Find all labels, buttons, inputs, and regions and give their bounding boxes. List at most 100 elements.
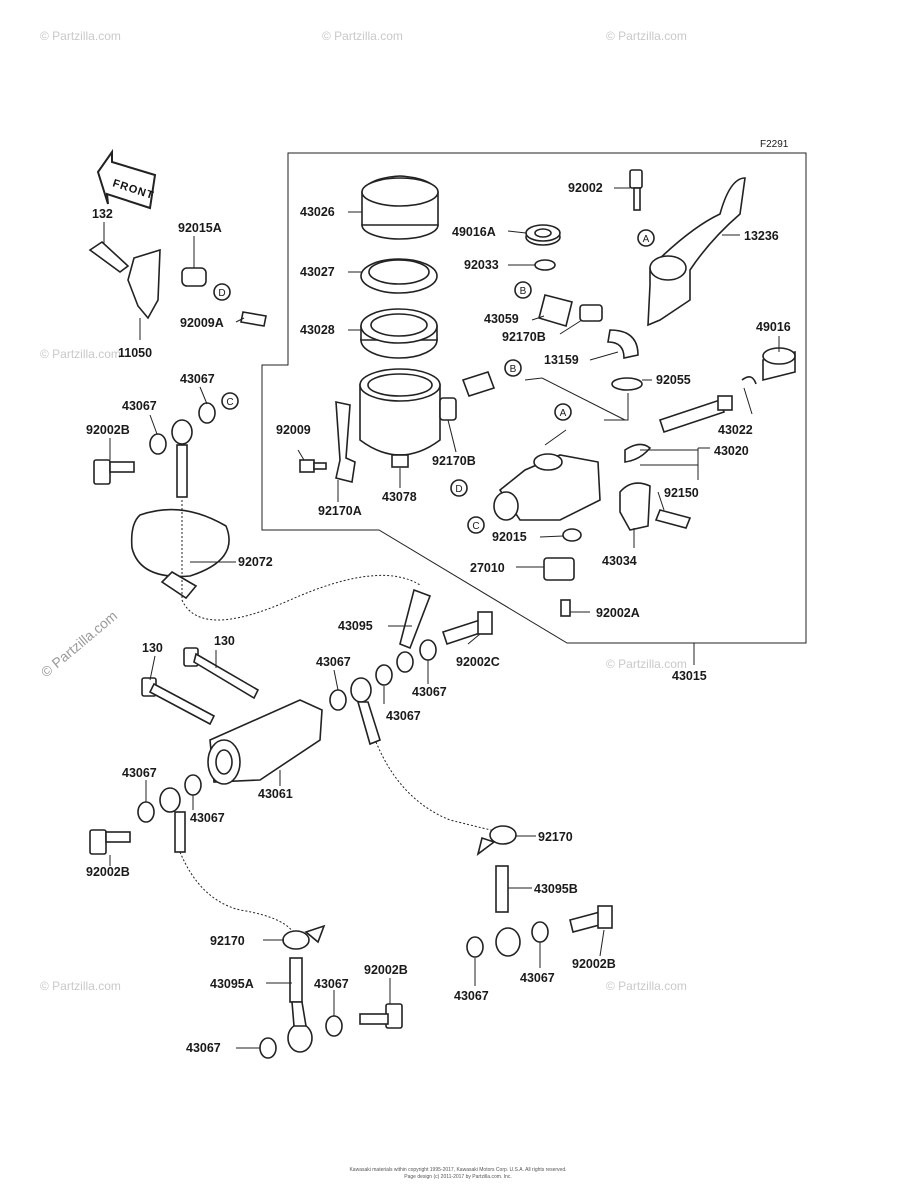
hose-43059-icon <box>538 294 573 328</box>
part-label: 43034 <box>602 554 637 568</box>
screw-92009-icon <box>299 459 327 473</box>
banjo-upper-icon <box>171 419 193 498</box>
part-label: 92072 <box>238 555 273 569</box>
part-label: 92170 <box>538 830 573 844</box>
part-label: 92002A <box>596 606 640 620</box>
part-label: 92009A <box>180 316 224 330</box>
part-label: 92015 <box>492 530 527 544</box>
collar-92015A-icon <box>181 267 207 287</box>
callout-d-left-label: D <box>218 288 225 299</box>
bolt-92002-icon <box>629 169 643 211</box>
part-label: 130 <box>214 634 235 648</box>
callout-d-reservoir <box>450 479 468 497</box>
bolt-132-icon <box>88 240 130 273</box>
hose-clamp-icon <box>439 397 457 421</box>
reservoir-cap-icon <box>361 175 439 240</box>
circlip-43022-icon <box>741 376 757 385</box>
washer-lower-3-icon <box>325 1015 343 1037</box>
brake-hose-left <box>179 851 297 939</box>
part-label: 43067 <box>186 1041 221 1055</box>
watermark-2: © Partzilla.com <box>322 29 403 43</box>
washer-lower-2-icon <box>184 774 202 796</box>
brake-lever-icon <box>647 177 746 327</box>
part-label: 43067 <box>412 685 447 699</box>
grommet-49016A-icon <box>525 224 561 246</box>
callout-b-lower-label: B <box>510 364 517 375</box>
washer-mid-3-icon <box>375 664 393 686</box>
part-label: 43026 <box>300 205 335 219</box>
callout-d-left <box>213 283 231 301</box>
part-label: 92002B <box>364 963 408 977</box>
bolt-130-lower-icon <box>141 677 216 726</box>
bolt-130-upper-icon <box>183 647 260 700</box>
screw-92009A-icon <box>240 311 267 327</box>
part-label: 43067 <box>314 977 349 991</box>
part-label: 92170B <box>502 330 546 344</box>
part-label: 43067 <box>180 372 215 386</box>
bolt-92002C-icon <box>441 611 493 646</box>
callout-c-left <box>221 392 239 410</box>
washer-upper-2-icon <box>198 402 216 424</box>
bolt-92002B-lower-right-icon <box>569 905 613 933</box>
washer-lower-4-icon <box>259 1037 277 1059</box>
fitting-13159-icon <box>607 329 639 359</box>
figure-code: F2291 <box>760 139 789 150</box>
joint-43061-icon <box>207 699 323 785</box>
watermark-1: © Partzilla.com <box>40 29 121 43</box>
hose-43095-end-icon <box>399 588 432 650</box>
brake-hose-right <box>375 741 501 833</box>
reservoir-icon <box>359 368 441 468</box>
diaphragm-plate-icon <box>360 258 438 294</box>
bracket-11050-icon <box>127 248 161 320</box>
bolt-92002B-lower-left-icon <box>89 829 131 855</box>
watermark-7: © Partzilla.com <box>606 979 687 993</box>
switch-27010-icon <box>543 557 575 581</box>
callout-d-reservoir-label: D <box>455 484 462 495</box>
callout-c-body <box>467 516 485 534</box>
washer-mid-1-icon <box>419 639 437 661</box>
part-label: 43067 <box>122 766 157 780</box>
watermark-6: © Partzilla.com <box>40 979 121 993</box>
callout-a-lever <box>637 229 655 247</box>
part-label: 92150 <box>664 486 699 500</box>
holder-43034-icon <box>619 482 651 531</box>
part-label: 43020 <box>714 444 749 458</box>
part-label: 11050 <box>118 346 152 360</box>
part-label: 43067 <box>122 399 157 413</box>
part-label: 49016A <box>452 225 496 239</box>
washer-lower-6-icon <box>531 921 549 943</box>
callout-b-lower <box>504 359 522 377</box>
part-label: 92170 <box>210 934 245 948</box>
cable-tie-92072-icon <box>130 508 230 600</box>
clamp-92170-left-icon <box>282 924 326 950</box>
washer-mid-2-icon <box>329 689 347 711</box>
part-label: 92002 <box>568 181 603 195</box>
clamp-92170B-icon <box>579 304 603 322</box>
screw-92002A-icon <box>560 599 571 617</box>
assembly-outline <box>261 152 807 644</box>
washer-lower-1-icon <box>137 801 155 823</box>
watermark-3: © Partzilla.com <box>606 29 687 43</box>
part-label: 43095 <box>338 619 373 633</box>
banjo-mid-icon <box>350 677 381 746</box>
part-label: 43059 <box>484 312 519 326</box>
washer-lower-5-icon <box>466 936 484 958</box>
watermark-vertical: © Partzilla.com <box>38 607 121 680</box>
copyright-line-1: Kawasaki materials within copyright 1995… <box>349 1167 566 1173</box>
part-label: 92002C <box>456 655 500 669</box>
diaphragm-icon <box>360 308 438 359</box>
part-label: 130 <box>142 641 163 655</box>
hose-43095A-icon <box>287 957 313 1053</box>
leader-lines <box>103 187 780 1049</box>
watermark-5: © Partzilla.com <box>606 657 687 671</box>
master-cylinder-body-icon <box>493 453 601 521</box>
bolt-92150-icon <box>654 509 692 529</box>
callout-a-body-label: A <box>560 408 567 419</box>
circlip-92033-icon <box>534 259 556 271</box>
hose-43095B-icon <box>495 865 521 957</box>
part-label: 92170B <box>432 454 476 468</box>
part-label: 43095A <box>210 977 254 991</box>
part-label: 43015 <box>672 669 707 683</box>
callout-b-upper <box>514 281 532 299</box>
